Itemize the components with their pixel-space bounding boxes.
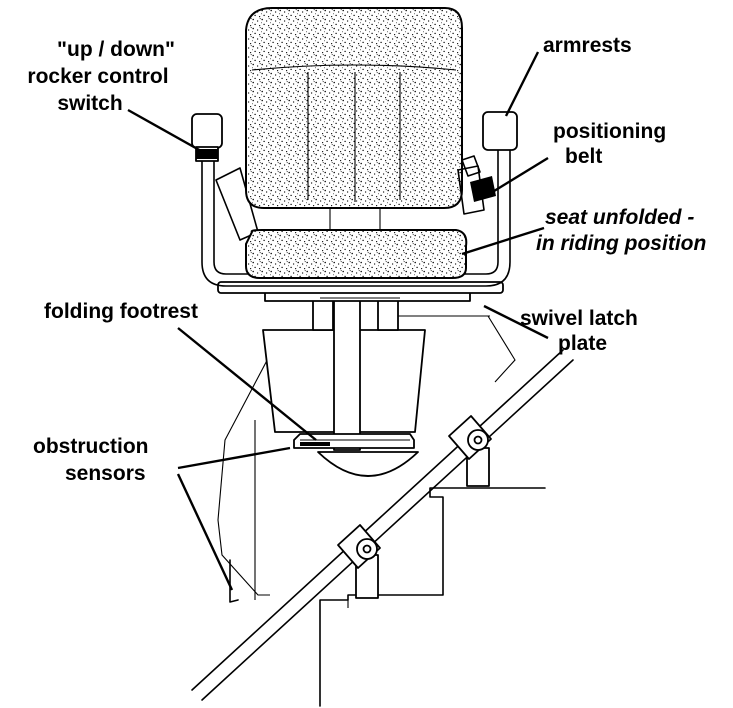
- label-sensors-line1: obstruction: [33, 435, 149, 458]
- label-seat-line1: seat unfolded -: [545, 206, 694, 229]
- label-latch-line1: swivel latch: [520, 307, 638, 330]
- seat-column: [262, 297, 426, 477]
- label-seat-line2: in riding position: [536, 232, 706, 255]
- folding-footrest: [293, 433, 415, 449]
- leader-sensors-2: [176, 473, 234, 591]
- staircase: [319, 487, 546, 707]
- seat-back: [245, 7, 463, 209]
- leader-footrest: [177, 327, 317, 441]
- labels: "up / down" rocker control switch armres…: [27, 34, 706, 485]
- label-rocker-line1: "up / down": [57, 38, 175, 61]
- label-latch-line2: plate: [558, 332, 607, 355]
- label-footrest: folding footrest: [44, 300, 198, 323]
- label-belt-line1: positioning: [553, 120, 666, 143]
- label-armrests: armrests: [543, 34, 632, 57]
- rail-support-lower: [337, 524, 381, 599]
- leader-latch: [483, 304, 549, 340]
- right-armrest: [482, 111, 518, 151]
- swivel-latch-plate: [217, 281, 504, 302]
- positioning-belt: [457, 155, 496, 215]
- label-belt-line2: belt: [565, 145, 602, 168]
- leader-seat: [461, 226, 545, 256]
- seat-cushion: [245, 208, 468, 279]
- leader-armrests: [504, 51, 540, 117]
- rail-support-upper: [448, 415, 492, 487]
- leader-lines: [127, 51, 549, 591]
- stair-rail: [191, 349, 574, 701]
- label-rocker-line2: rocker control: [27, 65, 168, 88]
- leader-sensors-1: [177, 446, 291, 470]
- label-rocker-line3: switch: [57, 92, 122, 115]
- label-sensors-line2: sensors: [65, 462, 146, 485]
- leader-belt: [485, 156, 549, 198]
- leader-rocker: [127, 108, 211, 158]
